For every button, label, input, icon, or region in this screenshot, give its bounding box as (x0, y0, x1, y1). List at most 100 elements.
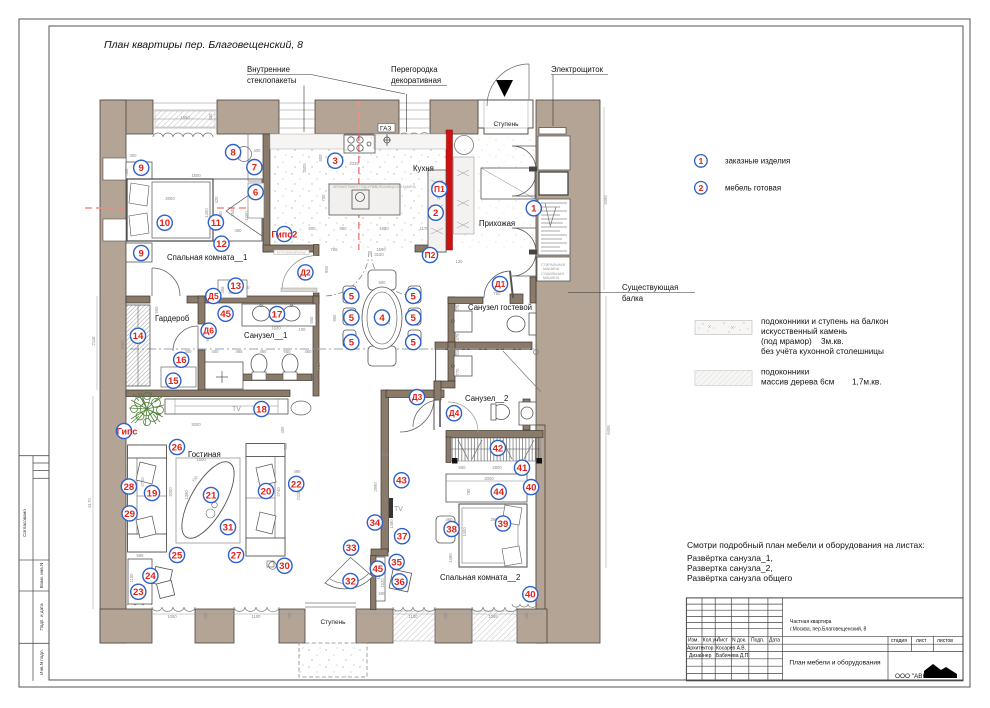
svg-text:План мебели и оборудования: План мебели и оборудования (789, 659, 881, 667)
svg-text:3м.кв.: 3м.кв. (821, 337, 844, 346)
svg-text:12: 12 (216, 239, 227, 250)
svg-text:430: 430 (208, 113, 213, 121)
svg-text:19: 19 (147, 488, 158, 499)
svg-text:550: 550 (154, 306, 159, 314)
svg-text:566: 566 (137, 553, 145, 558)
svg-text:2000: 2000 (165, 196, 175, 201)
svg-text:32: 32 (345, 576, 356, 587)
svg-text:Гардероб: Гардероб (155, 314, 190, 323)
svg-text:1790: 1790 (191, 298, 201, 303)
svg-text:Санузел__2: Санузел__2 (465, 394, 508, 403)
svg-text:Изм.: Изм. (688, 638, 699, 644)
svg-text:8: 8 (230, 148, 236, 159)
svg-text:5: 5 (411, 291, 417, 302)
svg-text:1050: 1050 (167, 614, 177, 619)
svg-text:листов: листов (937, 638, 953, 644)
svg-text:Кухня: Кухня (413, 164, 434, 173)
svg-text:Существующая: Существующая (622, 283, 678, 292)
svg-text:3160: 3160 (374, 252, 384, 257)
svg-text:1100: 1100 (251, 614, 261, 619)
svg-text:Гипс2: Гипс2 (271, 230, 297, 240)
svg-text:38: 38 (446, 524, 457, 535)
svg-text:Смотри подробный план мебели и: Смотри подробный план мебели и оборудова… (687, 540, 925, 550)
svg-text:500: 500 (379, 591, 387, 596)
svg-text:TV: TV (232, 406, 241, 413)
svg-text:550: 550 (309, 316, 314, 324)
svg-text:34: 34 (370, 518, 381, 529)
svg-text:1520: 1520 (380, 578, 385, 588)
svg-text:7: 7 (252, 163, 257, 174)
svg-text:ВСТРОЕННЫЙ ШКАФ: ВСТРОЕННЫЙ ШКАФ (277, 251, 306, 255)
svg-text:Санузел__1: Санузел__1 (244, 331, 287, 340)
svg-text:TV: TV (394, 506, 403, 513)
svg-text:Спальная комната__1: Спальная комната__1 (167, 253, 247, 262)
svg-text:Лист: Лист (717, 638, 729, 644)
svg-text:100: 100 (299, 327, 307, 332)
svg-text:475: 475 (455, 304, 460, 312)
svg-text:30: 30 (279, 561, 290, 572)
svg-text:750: 750 (439, 390, 444, 398)
svg-text:25: 25 (172, 550, 183, 561)
svg-text:1: 1 (699, 156, 704, 166)
svg-text:16: 16 (176, 355, 187, 366)
svg-text:Внутренние: Внутренние (247, 65, 290, 74)
svg-text:780: 780 (466, 488, 471, 496)
svg-text:800: 800 (318, 154, 323, 162)
svg-text:350: 350 (382, 452, 390, 457)
svg-text:41: 41 (517, 463, 528, 474)
svg-text:Ступень: Ступень (493, 121, 519, 128)
svg-text:заказные изделия: заказные изделия (725, 157, 790, 166)
svg-text:655: 655 (283, 442, 288, 450)
svg-text:Спальная комната__2: Спальная комната__2 (440, 573, 520, 582)
svg-text:ООО "АВК": ООО "АВК" (895, 673, 928, 680)
svg-text:300: 300 (185, 349, 193, 354)
svg-text:22: 22 (291, 479, 302, 490)
svg-text:4: 4 (379, 313, 385, 324)
svg-text:480: 480 (124, 168, 129, 176)
svg-text:2800: 2800 (492, 465, 502, 470)
svg-text:Кол.уч: Кол.уч (703, 638, 718, 644)
svg-text:950: 950 (324, 265, 329, 273)
svg-text:Д1: Д1 (495, 279, 506, 289)
svg-text:33: 33 (346, 543, 357, 554)
svg-text:5: 5 (349, 313, 355, 324)
svg-text:N док.: N док. (732, 638, 746, 644)
svg-text:960: 960 (340, 226, 348, 231)
svg-text:СУШИЛЬНАЯ: СУШИЛЬНАЯ (541, 272, 564, 276)
svg-text:1150: 1150 (129, 573, 134, 583)
svg-text:Подп.: Подп. (751, 638, 764, 644)
svg-text:14: 14 (133, 331, 144, 342)
svg-text:920: 920 (316, 362, 321, 370)
svg-text:430: 430 (524, 612, 529, 620)
svg-text:Д5: Д5 (208, 291, 219, 301)
svg-text:искусственный камень: искусственный камень (761, 327, 847, 336)
svg-text:43: 43 (396, 476, 407, 487)
svg-text:Дизайнер: Дизайнер (689, 652, 712, 659)
svg-text:1630: 1630 (271, 326, 281, 331)
svg-text:27: 27 (231, 550, 242, 561)
svg-text:600: 600 (309, 226, 317, 231)
svg-text:6: 6 (253, 188, 258, 199)
svg-text:2118: 2118 (296, 491, 301, 501)
svg-text:мебель готовая: мебель готовая (725, 184, 781, 193)
svg-text:КЕРАМОГРАНИТ ПОДОГРЕВ: КЕРАМОГРАНИТ ПОДОГРЕВ (333, 185, 377, 189)
svg-text:Гостиная: Гостиная (188, 450, 221, 459)
svg-text:40: 40 (526, 483, 537, 494)
svg-text:2990: 2990 (373, 482, 378, 492)
svg-text:4495: 4495 (603, 195, 608, 205)
svg-text:ГАЗ: ГАЗ (380, 126, 391, 133)
svg-text:1580: 1580 (376, 247, 386, 252)
svg-text:45: 45 (372, 564, 383, 575)
svg-text:2080: 2080 (120, 340, 125, 350)
svg-text:765: 765 (331, 247, 339, 252)
svg-text:Д3: Д3 (412, 392, 423, 402)
svg-text:420: 420 (214, 196, 219, 204)
svg-text:(под мрамор): (под мрамор) (761, 337, 812, 346)
svg-text:1650: 1650 (180, 115, 190, 120)
svg-text:430: 430 (287, 612, 292, 620)
svg-text:Бабичева Д.П.: Бабичева Д.П. (716, 653, 750, 659)
svg-text:9: 9 (139, 248, 144, 259)
svg-text:МАШИНА: МАШИНА (543, 267, 560, 271)
svg-text:13: 13 (230, 281, 241, 292)
svg-text:2: 2 (699, 183, 704, 193)
